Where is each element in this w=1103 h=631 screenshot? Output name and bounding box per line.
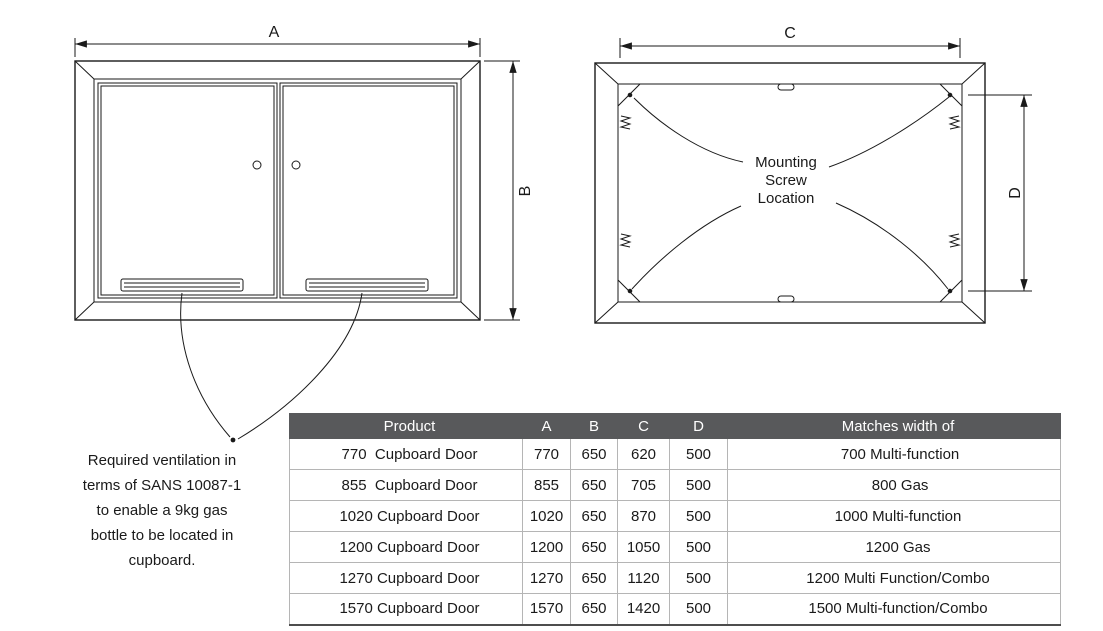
ventilation-note-line: Required ventilation in	[87, 452, 237, 469]
mounting-screw-dot	[947, 288, 953, 294]
cell-matches: 1500 Multi-function/Combo	[727, 593, 1061, 625]
right-door-knob	[291, 160, 301, 170]
bottom-tab	[777, 295, 795, 303]
right-door	[279, 82, 458, 299]
cell-product: 1570 Cupboard Door	[289, 593, 523, 625]
front-view: A B	[74, 24, 534, 443]
cell-d: 500	[669, 469, 728, 501]
cell-b: 650	[570, 531, 618, 563]
cell-a: 1570	[522, 593, 571, 625]
product-dimensions-table: Product A B C D Matches width of 770 Cup…	[289, 413, 1061, 626]
cell-c: 705	[617, 469, 670, 501]
cell-a: 855	[522, 469, 571, 501]
cell-product: 1270 Cupboard Door	[289, 562, 523, 594]
cell-matches: 1200 Multi Function/Combo	[727, 562, 1061, 594]
back-view: Mounting Screw Location C D	[594, 25, 1032, 324]
cell-b: 650	[570, 500, 618, 532]
cell-d: 500	[669, 531, 728, 563]
ventilation-note-line: cupboard.	[128, 552, 196, 569]
cell-product: 855 Cupboard Door	[289, 469, 523, 501]
col-header-c: C	[617, 413, 670, 439]
mounting-screw-dot	[627, 92, 633, 98]
right-door-vent	[305, 278, 429, 292]
table-row: 1020 Cupboard Door 1020 650 870 500 1000…	[289, 500, 1061, 532]
cell-b: 650	[570, 469, 618, 501]
col-header-a: A	[522, 413, 571, 439]
cell-matches: 700 Multi-function	[727, 438, 1061, 470]
cell-c: 1120	[617, 562, 670, 594]
mounting-note-line1: Mounting	[755, 154, 817, 171]
dimension-d: D	[968, 94, 1032, 292]
cell-matches: 1000 Multi-function	[727, 500, 1061, 532]
table-row: 1270 Cupboard Door 1270 650 1120 500 120…	[289, 562, 1061, 594]
ventilation-note-line: terms of SANS 10087-1	[82, 477, 242, 494]
left-door-knob	[252, 160, 262, 170]
col-header-b: B	[570, 413, 618, 439]
cell-b: 650	[570, 562, 618, 594]
cell-a: 1020	[522, 500, 571, 532]
corner-brackets	[617, 83, 963, 303]
col-header-matches: Matches width of	[727, 413, 1061, 439]
cell-c: 1420	[617, 593, 670, 625]
cell-matches: 1200 Gas	[727, 531, 1061, 563]
cell-a: 1270	[522, 562, 571, 594]
spring-clips	[619, 115, 961, 248]
left-door-vent	[120, 278, 244, 292]
ventilation-note: Required ventilation in terms of SANS 10…	[36, 448, 288, 573]
table-row: 855 Cupboard Door 855 650 705 500 800 Ga…	[289, 469, 1061, 501]
cell-b: 650	[570, 593, 618, 625]
cell-c: 870	[617, 500, 670, 532]
cell-product: 1020 Cupboard Door	[289, 500, 523, 532]
mounting-note-line3: Location	[758, 190, 815, 207]
cell-b: 650	[570, 438, 618, 470]
cell-a: 1200	[522, 531, 571, 563]
cell-c: 1050	[617, 531, 670, 563]
vent-leader-lines	[180, 292, 363, 443]
table-row: 1200 Cupboard Door 1200 650 1050 500 120…	[289, 531, 1061, 563]
col-header-d: D	[669, 413, 728, 439]
cell-matches: 800 Gas	[727, 469, 1061, 501]
ventilation-note-line: bottle to be located in	[90, 527, 234, 544]
cell-d: 500	[669, 562, 728, 594]
dim-d-label: D	[1007, 187, 1024, 199]
mounting-screw-dot	[947, 92, 953, 98]
dimension-b: B	[484, 60, 534, 321]
cell-d: 500	[669, 438, 728, 470]
col-header-product: Product	[289, 413, 523, 439]
mounting-screw-dot	[627, 288, 633, 294]
dimension-c: C	[619, 25, 961, 58]
cell-d: 500	[669, 500, 728, 532]
cell-a: 770	[522, 438, 571, 470]
dim-c-label: C	[784, 25, 796, 42]
mounting-screw-annotation: Mounting Screw Location	[631, 96, 950, 290]
ventilation-note-line: to enable a 9kg gas	[96, 502, 228, 519]
table-row: 770 Cupboard Door 770 650 620 500 700 Mu…	[289, 438, 1061, 470]
left-door	[97, 82, 278, 299]
cell-product: 1200 Cupboard Door	[289, 531, 523, 563]
drawing-views: A B	[74, 24, 1032, 443]
dim-b-label: B	[517, 186, 534, 197]
mounting-note-line2: Screw	[765, 172, 807, 189]
table-header-row: Product A B C D Matches width of	[289, 413, 1061, 439]
cell-d: 500	[669, 593, 728, 625]
dim-a-label: A	[269, 24, 280, 41]
cell-c: 620	[617, 438, 670, 470]
table-row: 1570 Cupboard Door 1570 650 1420 500 150…	[289, 593, 1061, 625]
cell-product: 770 Cupboard Door	[289, 438, 523, 470]
top-tab	[777, 83, 795, 91]
dimension-a: A	[74, 24, 481, 57]
